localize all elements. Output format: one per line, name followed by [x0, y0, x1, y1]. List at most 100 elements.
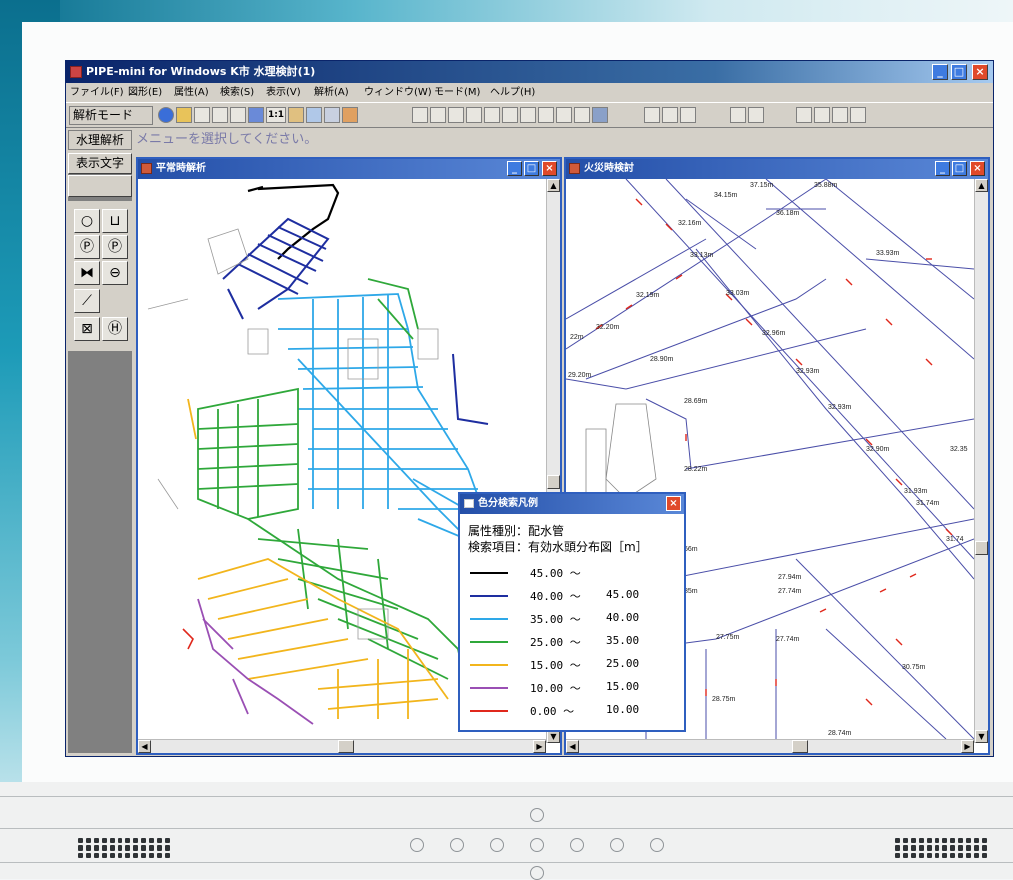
device-button[interactable] — [650, 838, 664, 852]
close-button[interactable]: × — [972, 64, 988, 80]
table-icon[interactable] — [306, 107, 322, 123]
close-button[interactable]: × — [666, 496, 681, 511]
cut-icon[interactable] — [430, 107, 446, 123]
device-button[interactable] — [450, 838, 464, 852]
export-icon[interactable] — [680, 107, 696, 123]
scissors-icon[interactable] — [484, 107, 500, 123]
scroll-left-icon[interactable]: ◀ — [566, 740, 579, 753]
list-icon[interactable] — [574, 107, 590, 123]
rectangle-icon[interactable] — [520, 107, 536, 123]
menu-shape[interactable]: 図形(E) — [128, 87, 163, 98]
scroll-right-icon[interactable]: ▶ — [533, 740, 546, 753]
maximize-button[interactable]: □ — [951, 64, 967, 80]
head-label: 32.16m — [678, 220, 702, 227]
head-label: 27.74m — [776, 636, 800, 643]
head-label: 35.88m — [814, 182, 838, 189]
maximize-button[interactable]: □ — [952, 161, 967, 176]
mode-selector[interactable]: 解析モード — [69, 106, 153, 125]
cascade-icon[interactable] — [850, 107, 866, 123]
globe-icon[interactable] — [158, 107, 174, 123]
title-bar[interactable]: PIPE-mini for Windows K市 水理検討(1) _ □ × — [66, 61, 993, 83]
scroll-thumb[interactable] — [547, 475, 560, 489]
scroll-up-icon[interactable]: ▲ — [975, 179, 988, 192]
legend-row: 15.00 ～25.00 — [468, 656, 678, 674]
vertical-scrollbar[interactable]: ▲ ▼ — [974, 179, 988, 743]
minimize-button[interactable]: _ — [935, 161, 950, 176]
minimize-button[interactable]: _ — [507, 161, 522, 176]
close-button[interactable]: × — [542, 161, 557, 176]
child-title-bar[interactable]: 平常時解析 _ □ × — [138, 159, 560, 179]
draw-line-icon[interactable] — [412, 107, 428, 123]
menu-window[interactable]: ウィンドウ(W) — [364, 87, 432, 98]
zoom-out-icon[interactable] — [230, 107, 246, 123]
legend-high: 25.00 — [606, 657, 640, 670]
horizontal-scrollbar[interactable]: ◀ ▶ — [566, 739, 974, 753]
minimize-button[interactable]: _ — [932, 64, 948, 80]
pressure-tool-icon[interactable]: Ⓟ — [102, 235, 128, 259]
tile-horizontal-icon[interactable] — [832, 107, 848, 123]
pipe-group-black — [247, 183, 340, 260]
hydraulic-analysis-label[interactable]: 水理解析 — [68, 130, 132, 150]
zoom-in-icon[interactable] — [212, 107, 228, 123]
device-button[interactable] — [410, 838, 424, 852]
print-icon[interactable] — [194, 107, 210, 123]
info-icon[interactable] — [324, 107, 340, 123]
network-icon[interactable] — [730, 107, 746, 123]
menu-analysis[interactable]: 解析(A) — [314, 87, 349, 98]
valve-tool-icon[interactable]: ⊔ — [102, 209, 128, 233]
head-label: 33.13m — [690, 252, 714, 259]
menu-mode[interactable]: モード(M) — [434, 87, 481, 98]
window-select-icon[interactable] — [538, 107, 554, 123]
node-icon[interactable] — [466, 107, 482, 123]
device-button[interactable] — [490, 838, 504, 852]
child-title-bar[interactable]: 火災時検討 _ □ × — [566, 159, 988, 179]
device-button[interactable] — [530, 808, 544, 822]
scroll-left-icon[interactable]: ◀ — [138, 740, 151, 753]
legend-icon[interactable] — [592, 107, 608, 123]
menu-attribute[interactable]: 属性(A) — [174, 87, 209, 98]
scroll-thumb[interactable] — [975, 541, 988, 555]
horizontal-scrollbar[interactable]: ◀ ▶ — [138, 739, 546, 753]
flow-icon[interactable] — [748, 107, 764, 123]
legend-row: 40.00 ～45.00 — [468, 587, 678, 605]
pump-tool-icon[interactable]: Ⓟ — [74, 235, 100, 259]
device-button[interactable] — [570, 838, 584, 852]
chart-icon[interactable] — [662, 107, 678, 123]
device-button[interactable] — [530, 866, 544, 880]
legend-title-bar[interactable]: 色分検索凡例 × — [460, 494, 684, 514]
maximize-button[interactable]: □ — [524, 161, 539, 176]
device-button[interactable] — [530, 838, 544, 852]
gate-valve-icon[interactable]: ⧓ — [74, 261, 100, 285]
color-legend-dialog: 色分検索凡例 × 属性種別：配水管 検索項目：有効水頭分布図［m］ 45.00 … — [458, 492, 686, 732]
refresh-icon[interactable] — [796, 107, 812, 123]
fire-network-map[interactable]: 34.15m 37.15m 35.88m 36.18m 32.16m 33.13… — [566, 179, 974, 739]
layer-icon[interactable] — [288, 107, 304, 123]
menu-search[interactable]: 検索(S) — [220, 87, 255, 98]
pipe-tool-icon[interactable]: ⟋ — [74, 289, 100, 313]
menu-help[interactable]: ヘルプ(H) — [490, 87, 536, 98]
report-icon[interactable] — [644, 107, 660, 123]
menu-view[interactable]: 表示(V) — [266, 87, 301, 98]
hydrant-tool-icon[interactable]: ⊖ — [102, 261, 128, 285]
zoom-window-icon[interactable] — [248, 107, 264, 123]
closed-valve-icon[interactable]: ⊠ — [74, 317, 100, 341]
scroll-thumb[interactable] — [338, 740, 354, 753]
open-folder-icon[interactable] — [176, 107, 192, 123]
circle-tool-icon[interactable]: ○ — [74, 209, 100, 233]
bookmark-icon[interactable] — [342, 107, 358, 123]
select-icon[interactable] — [502, 107, 518, 123]
scroll-thumb[interactable] — [792, 740, 808, 753]
head-label: 31.93m — [904, 488, 928, 495]
menu-file[interactable]: ファイル(F) — [70, 87, 124, 98]
device-button[interactable] — [610, 838, 624, 852]
display-text-button[interactable]: 表示文字 — [68, 153, 132, 174]
close-button[interactable]: × — [970, 161, 985, 176]
scroll-up-icon[interactable]: ▲ — [547, 179, 560, 192]
scroll-right-icon[interactable]: ▶ — [961, 740, 974, 753]
zoom-actual-button[interactable]: 1:1 — [266, 107, 286, 123]
edit-icon[interactable] — [448, 107, 464, 123]
tile-vertical-icon[interactable] — [814, 107, 830, 123]
hydrant-h-icon[interactable]: Ⓗ — [102, 317, 128, 341]
grid-icon[interactable] — [556, 107, 572, 123]
scroll-down-icon[interactable]: ▼ — [975, 730, 988, 743]
